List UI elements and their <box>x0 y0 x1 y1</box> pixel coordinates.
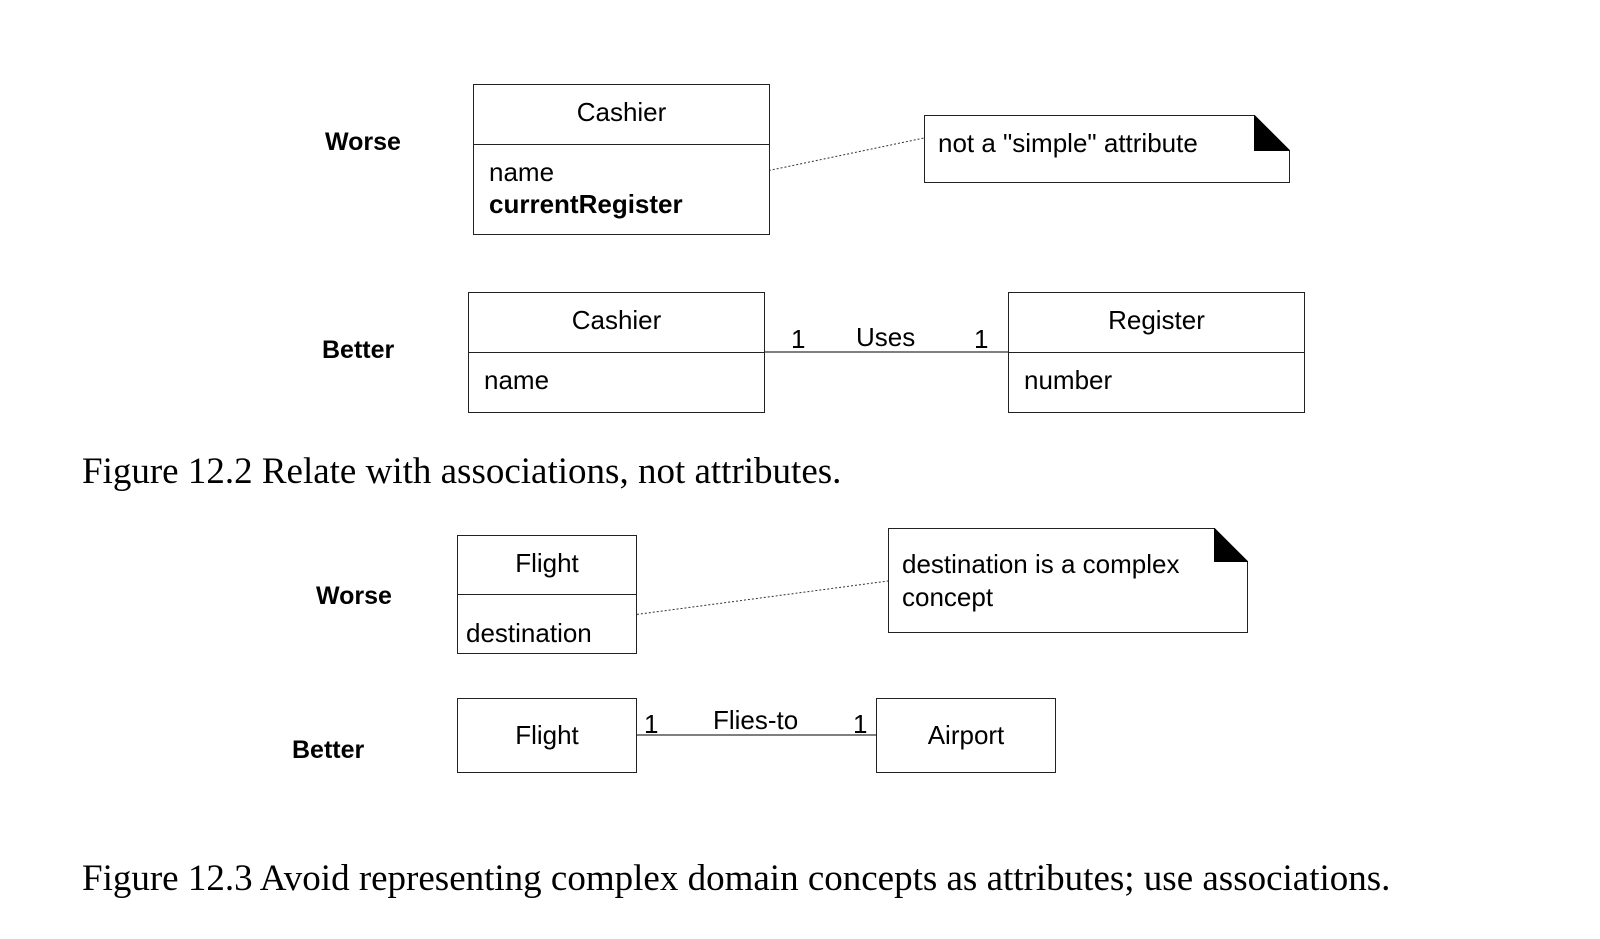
attribute-number: number <box>1024 365 1113 395</box>
figure-caption: Figure 12.3 Avoid representing complex d… <box>82 858 1391 899</box>
cashier-class-better: Cashier name <box>468 292 765 413</box>
note-link-line-2 <box>624 580 889 617</box>
note-box: not a "simple" attribute <box>924 115 1290 183</box>
attribute-current-register: currentRegister <box>489 189 683 219</box>
association-name: Flies-to <box>713 705 799 735</box>
better-label: Better <box>322 336 395 364</box>
attribute-destination: destination <box>466 618 592 648</box>
note-corner-icon <box>1214 528 1248 562</box>
flight-class-better: Flight <box>457 698 637 773</box>
flight-class-worse: Flight destination <box>457 535 637 654</box>
class-name: Cashier <box>576 97 667 127</box>
class-divider <box>458 594 636 595</box>
cashier-class-worse: Cashier name currentRegister <box>473 84 770 235</box>
class-name: Flight <box>515 720 579 750</box>
worse-label: Worse <box>325 128 401 156</box>
register-class: Register number <box>1008 292 1305 413</box>
class-name: Airport <box>927 720 1005 750</box>
class-name: Flight <box>515 548 579 578</box>
left-multiplicity: 1 <box>644 709 659 739</box>
left-multiplicity: 1 <box>791 324 806 354</box>
attribute-name: name <box>489 157 555 187</box>
class-name: Cashier <box>571 305 662 335</box>
class-divider <box>469 352 764 353</box>
note-text-line1: destination is a complex <box>902 549 1180 579</box>
airport-class: Airport <box>876 698 1056 773</box>
right-multiplicity: 1 <box>974 324 989 354</box>
attribute-name: name <box>484 365 550 395</box>
note-text: not a "simple" attribute <box>938 128 1198 158</box>
better-label: Better <box>292 736 365 764</box>
worse-label: Worse <box>316 582 392 610</box>
note-box-2: destination is a complex concept <box>888 528 1248 633</box>
note-corner-icon <box>1254 115 1290 151</box>
class-name: Register <box>1108 305 1205 335</box>
note-text-line2: concept <box>902 582 994 612</box>
class-divider <box>1009 352 1304 353</box>
right-multiplicity: 1 <box>853 709 868 739</box>
class-divider <box>474 144 769 145</box>
figure-caption: Figure 12.2 Relate with associations, no… <box>82 451 842 492</box>
association-name: Uses <box>856 322 916 352</box>
